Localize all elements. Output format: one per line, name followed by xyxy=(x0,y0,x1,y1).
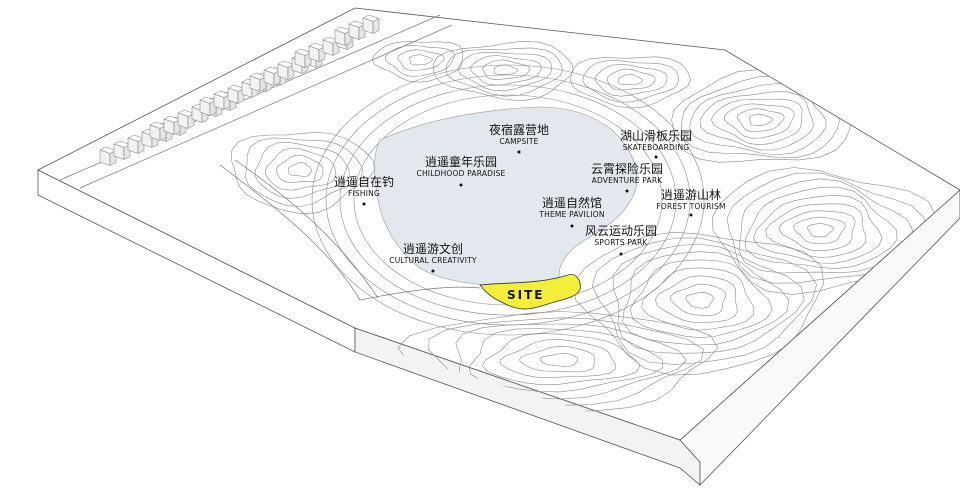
building xyxy=(249,72,267,92)
building xyxy=(308,42,326,62)
contour-line xyxy=(699,91,814,151)
contour-line xyxy=(493,64,518,75)
contour-line xyxy=(519,345,596,373)
contour-line xyxy=(591,237,817,365)
contour-line xyxy=(724,103,795,139)
contour-line xyxy=(594,63,668,97)
contour-line xyxy=(765,203,867,258)
building xyxy=(348,20,366,40)
building xyxy=(294,48,312,68)
contour-line xyxy=(654,275,738,323)
contour-line xyxy=(482,59,530,80)
contour-line xyxy=(287,162,312,177)
contour-line xyxy=(710,98,803,146)
marker-forest-tourism xyxy=(689,213,693,217)
contour-line xyxy=(622,251,790,346)
building xyxy=(99,146,117,166)
contour-line xyxy=(738,178,914,274)
site-area xyxy=(479,273,581,310)
contour-line xyxy=(468,328,664,393)
contour-line xyxy=(573,231,824,376)
contour-line xyxy=(807,223,834,238)
lake xyxy=(374,106,638,286)
building xyxy=(149,121,167,141)
contour-line xyxy=(482,333,641,386)
contour-line xyxy=(778,210,856,252)
contour-line xyxy=(325,74,691,326)
contour-line xyxy=(254,141,350,199)
building xyxy=(113,140,131,160)
contour-line xyxy=(793,216,846,245)
contour-line xyxy=(230,132,375,215)
contour-line xyxy=(384,44,455,77)
contour-line xyxy=(339,84,677,316)
building xyxy=(362,14,380,34)
marker-skateboarding xyxy=(654,155,658,159)
contour-line xyxy=(629,259,773,339)
contour-line xyxy=(641,267,755,331)
contour-line xyxy=(582,60,680,103)
contour-line xyxy=(539,352,579,367)
contour-line xyxy=(736,108,785,133)
building xyxy=(227,84,245,104)
contour-line xyxy=(433,40,574,102)
marker-adventure-park xyxy=(625,189,629,193)
marker-sports-park xyxy=(619,252,623,256)
contour-line xyxy=(570,56,691,109)
contour-line xyxy=(409,54,433,66)
contour-line xyxy=(455,323,687,400)
contour-line xyxy=(397,49,445,71)
contour-line xyxy=(685,291,715,309)
contour-line xyxy=(618,74,644,85)
contour-line xyxy=(264,147,337,191)
building xyxy=(263,66,281,86)
building xyxy=(213,90,231,110)
building xyxy=(163,115,181,135)
contour-line xyxy=(276,154,324,183)
contour-line xyxy=(670,283,727,316)
building xyxy=(199,96,217,116)
marker-childhood-paradise xyxy=(459,183,463,187)
building xyxy=(334,26,352,46)
marker-fishing xyxy=(362,202,366,206)
contour-line xyxy=(457,51,552,92)
building xyxy=(277,60,295,80)
contour-line xyxy=(753,194,883,264)
contour-line xyxy=(499,339,617,379)
city-blocks xyxy=(99,14,380,166)
marker-theme-pavilion xyxy=(570,224,574,228)
contour-line xyxy=(606,68,656,91)
contour-line xyxy=(744,186,898,270)
marker-campsite xyxy=(517,150,521,154)
site-label: SITE xyxy=(507,288,545,302)
building xyxy=(127,134,145,154)
contour-line xyxy=(445,47,563,97)
contour-line xyxy=(470,55,542,86)
marker-cultural-creativity xyxy=(431,269,435,273)
building xyxy=(177,109,195,129)
contour-line xyxy=(749,113,773,126)
contour-line xyxy=(311,64,705,336)
contour-line xyxy=(428,317,704,406)
